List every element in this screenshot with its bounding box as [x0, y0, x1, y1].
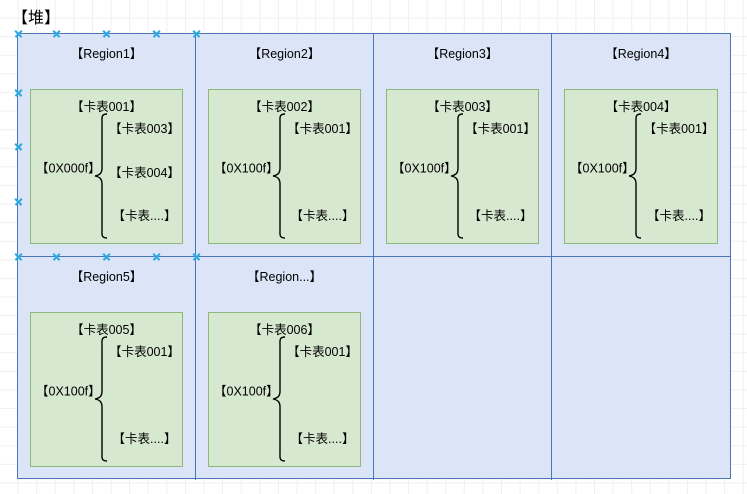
region-3-card-item: 【卡表....】 [468, 209, 533, 223]
region-3-card-box[interactable]: 【卡表003】 【0X100f】 【卡表001】 【卡表....】 [386, 89, 539, 244]
curly-brace-icon [627, 112, 643, 240]
region-4-label: 【Region4】 [605, 47, 677, 61]
region-3-card-address: 【0X100f】 [392, 161, 457, 175]
region-1-label: 【Region1】 [70, 47, 143, 61]
region-2-card-items: 【卡表001】 【卡表....】 [287, 112, 358, 238]
region-5-label: 【Region5】 [70, 270, 143, 284]
region-1-card-box[interactable]: 【卡表001】 【0X000f】 【卡表003】 【卡表004】 【卡表....… [30, 89, 183, 244]
curly-brace-icon [449, 112, 465, 240]
region-2-card-title: 【卡表002】 [249, 100, 320, 114]
region-3-card-item: 【卡表001】 [465, 122, 536, 136]
region-6[interactable]: 【Region...】 【卡表006】 【0X100f】 【卡表001】 【卡表… [196, 257, 374, 480]
region-5[interactable]: 【Region5】 【卡表005】 【0X100f】 【卡表001】 【卡表..… [18, 257, 196, 480]
region-2-card-item: 【卡表....】 [290, 209, 355, 223]
region-empty-7[interactable] [374, 257, 552, 480]
region-4-card-box[interactable]: 【卡表004】 【0X100f】 【卡表001】 【卡表....】 [564, 89, 718, 244]
region-1-card-item: 【卡表003】 [109, 122, 180, 136]
region-1-card-items: 【卡表003】 【卡表004】 【卡表....】 [109, 112, 180, 238]
region-6-card-items: 【卡表001】 【卡表....】 [287, 335, 358, 461]
region-6-label: 【Region...】 [246, 270, 323, 284]
region-empty-8[interactable] [552, 257, 730, 480]
diagram-title: 【堆】 [12, 10, 61, 27]
region-2-card-address: 【0X100f】 [214, 161, 279, 175]
region-3-label: 【Region3】 [426, 47, 499, 61]
region-1-card-item: 【卡表....】 [112, 209, 177, 223]
region-1-card-title: 【卡表001】 [71, 100, 142, 114]
region-5-card-title: 【卡表005】 [71, 323, 142, 337]
region-5-card-box[interactable]: 【卡表005】 【0X100f】 【卡表001】 【卡表....】 [30, 312, 183, 467]
curly-brace-icon [93, 112, 109, 240]
region-6-card-title: 【卡表006】 [249, 323, 320, 337]
region-4[interactable]: 【Region4】 【卡表004】 【0X100f】 【卡表001】 【卡表..… [552, 34, 730, 257]
region-6-card-box[interactable]: 【卡表006】 【0X100f】 【卡表001】 【卡表....】 [208, 312, 361, 467]
region-3-card-items: 【卡表001】 【卡表....】 [465, 112, 536, 238]
region-2-card-item: 【卡表001】 [287, 122, 358, 136]
region-4-card-item: 【卡表....】 [647, 209, 711, 223]
region-1-card-item: 【卡表004】 [109, 165, 180, 180]
region-5-card-items: 【卡表001】 【卡表....】 [109, 335, 180, 461]
region-6-card-item: 【卡表001】 [287, 345, 358, 359]
region-3[interactable]: 【Region3】 【卡表003】 【0X100f】 【卡表001】 【卡表..… [374, 34, 552, 257]
curly-brace-icon [271, 335, 287, 463]
region-6-card-address: 【0X100f】 [214, 384, 279, 398]
region-2-label: 【Region2】 [248, 47, 321, 61]
region-1-card-address: 【0X000f】 [36, 161, 101, 175]
region-4-card-address: 【0X100f】 [570, 161, 635, 175]
region-4-card-title: 【卡表004】 [605, 100, 677, 114]
region-1[interactable]: 【Region1】 【卡表001】 【0X000f】 【卡表003】 【卡表00… [18, 34, 196, 257]
curly-brace-icon [271, 112, 287, 240]
region-row-bottom: 【Region5】 【卡表005】 【0X100f】 【卡表001】 【卡表..… [18, 257, 730, 480]
region-row-top: 【Region1】 【卡表001】 【0X000f】 【卡表003】 【卡表00… [18, 34, 730, 257]
curly-brace-icon [93, 335, 109, 463]
region-5-card-item: 【卡表001】 [109, 345, 180, 359]
region-5-card-item: 【卡表....】 [112, 432, 177, 446]
region-2[interactable]: 【Region2】 【卡表002】 【0X100f】 【卡表001】 【卡表..… [196, 34, 374, 257]
region-5-card-address: 【0X100f】 [36, 384, 101, 398]
region-4-card-item: 【卡表001】 [643, 122, 715, 136]
region-2-card-box[interactable]: 【卡表002】 【0X100f】 【卡表001】 【卡表....】 [208, 89, 361, 244]
region-6-card-item: 【卡表....】 [290, 432, 355, 446]
heap-container[interactable]: 【Region1】 【卡表001】 【0X000f】 【卡表003】 【卡表00… [17, 33, 731, 480]
region-4-card-items: 【卡表001】 【卡表....】 [643, 112, 715, 238]
region-3-card-title: 【卡表003】 [427, 100, 498, 114]
